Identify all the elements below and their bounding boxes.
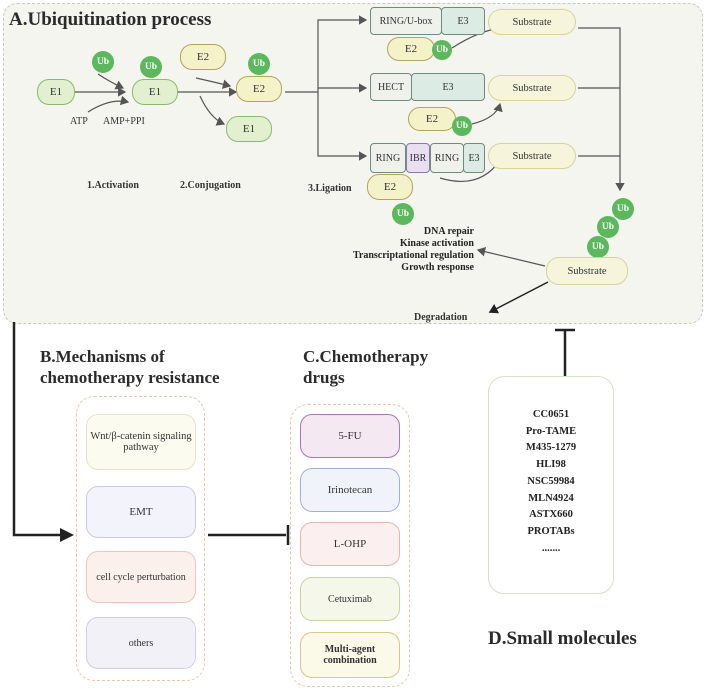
outcome-item: Kinase activation bbox=[399, 238, 474, 249]
ring-ubox-domain: RING/U-box bbox=[370, 7, 442, 35]
ub-node: Ub bbox=[92, 51, 114, 73]
molecule-item: Pro-TAME bbox=[525, 425, 577, 437]
e2-ubox: E2 bbox=[387, 37, 435, 61]
outcome-item: DNA repair bbox=[423, 226, 474, 237]
arrow-to-outcomes bbox=[476, 247, 546, 267]
hect-domain: HECT bbox=[370, 73, 412, 101]
arrow-to-ring-ibr-ring bbox=[317, 92, 368, 161]
molecule-item: MLN4924 bbox=[528, 492, 574, 504]
ring-domain-1: RING bbox=[370, 143, 406, 173]
substrate-3: Substrate bbox=[488, 143, 576, 169]
arrow-to-degradation bbox=[488, 281, 549, 314]
ub-node: Ub bbox=[248, 53, 270, 75]
step-activation: 1.Activation bbox=[87, 180, 139, 191]
panel-a-title: A.Ubiquitination process bbox=[9, 9, 212, 30]
ub-node: Ub bbox=[140, 56, 162, 78]
substrate-final: Substrate bbox=[546, 257, 628, 285]
outcome-item: Transcriptational regulation bbox=[352, 250, 474, 261]
panel-c-title-line1: C.Chemotherapy bbox=[303, 347, 429, 366]
panel-b-title-line2: chemotherapy resistance bbox=[40, 368, 220, 387]
ub-chain-2: Ub bbox=[597, 216, 619, 238]
atp-label: ATP bbox=[70, 116, 88, 127]
mechanism-cell-cycle: cell cycle perturbation bbox=[86, 551, 196, 603]
e3-rbr: E3 bbox=[463, 143, 485, 173]
e3-hect: E3 bbox=[411, 73, 485, 101]
mechanism-wnt: Wnt/β-catenin signaling pathway bbox=[86, 414, 196, 470]
ub-chain-1: Ub bbox=[612, 198, 634, 220]
e2-ub-node: E2 bbox=[236, 76, 282, 102]
molecule-item: HLI98 bbox=[536, 459, 566, 471]
drug-multi-agent: Multi-agent combination bbox=[300, 632, 400, 678]
arrow-hect-e2-sub bbox=[471, 102, 503, 125]
panel-d-title: D.Small molecules bbox=[488, 628, 637, 649]
panel-b-title-line1: B.Mechanisms of bbox=[40, 347, 165, 366]
ibr-domain: IBR bbox=[406, 143, 430, 173]
molecule-item: CC0651 bbox=[532, 409, 570, 420]
step-ligation: 3.Ligation bbox=[308, 183, 352, 194]
ub-node: Ub bbox=[452, 116, 472, 136]
arrow-to-ubchain bbox=[578, 27, 625, 192]
molecule-item: NSC59984 bbox=[527, 475, 575, 487]
substrate-1: Substrate bbox=[488, 9, 576, 35]
e2-rbr: E2 bbox=[367, 174, 413, 200]
mechanism-others: others bbox=[86, 617, 196, 669]
degradation-label: Degradation bbox=[414, 312, 468, 323]
drug-cetuximab: Cetuximab bbox=[300, 577, 400, 621]
molecule-item: M435-1279 bbox=[525, 442, 577, 454]
arrow-atp-amp bbox=[87, 95, 130, 113]
arrow-to-ring-ubox bbox=[285, 15, 368, 93]
mechanism-emt: EMT bbox=[86, 486, 196, 538]
e3-ubox: E3 bbox=[441, 7, 485, 35]
ub-node: Ub bbox=[432, 40, 452, 60]
drug-5fu: 5-FU bbox=[300, 414, 400, 458]
e2-node: E2 bbox=[180, 44, 226, 70]
drug-lohp: L-OHP bbox=[300, 522, 400, 566]
arrow-e1-release bbox=[199, 95, 226, 126]
ring-domain-2: RING bbox=[430, 143, 464, 173]
arrow-ub-to-e1 bbox=[97, 73, 125, 90]
outcome-item: Growth response bbox=[401, 262, 474, 273]
molecule-item: ASTX660 bbox=[529, 509, 573, 521]
amp-label: AMP+PPI bbox=[103, 116, 145, 127]
e1-released-node: E1 bbox=[226, 116, 272, 142]
e1-node: E1 bbox=[37, 79, 75, 105]
e2-hect: E2 bbox=[408, 107, 456, 131]
e1-ub-node: E1 bbox=[132, 79, 178, 105]
molecule-item: PROTABs bbox=[527, 525, 575, 537]
panel-c-title-line2: drugs bbox=[303, 368, 345, 387]
ub-node: Ub bbox=[392, 203, 414, 225]
panel-b-title: B.Mechanisms of chemotherapy resistance bbox=[40, 346, 220, 388]
drug-irinotecan: Irinotecan bbox=[300, 468, 400, 512]
ub-chain-3: Ub bbox=[587, 236, 609, 258]
substrate-2: Substrate bbox=[488, 75, 576, 101]
step-conjugation: 2.Conjugation bbox=[180, 180, 241, 191]
small-molecule-list: CC0651 Pro-TAME M435-1279 HLI98 NSC59984… bbox=[488, 376, 614, 594]
arrow-to-panel-b bbox=[12, 322, 64, 537]
panel-b-container bbox=[76, 396, 205, 681]
panel-c-title: C.Chemotherapy drugs bbox=[303, 346, 428, 388]
molecule-item: ....... bbox=[541, 542, 561, 554]
panel-c-container bbox=[290, 404, 410, 687]
arrow-e2-in bbox=[195, 77, 232, 89]
outcome-list: DNA repair Kinase activation Transcripta… bbox=[340, 226, 474, 274]
